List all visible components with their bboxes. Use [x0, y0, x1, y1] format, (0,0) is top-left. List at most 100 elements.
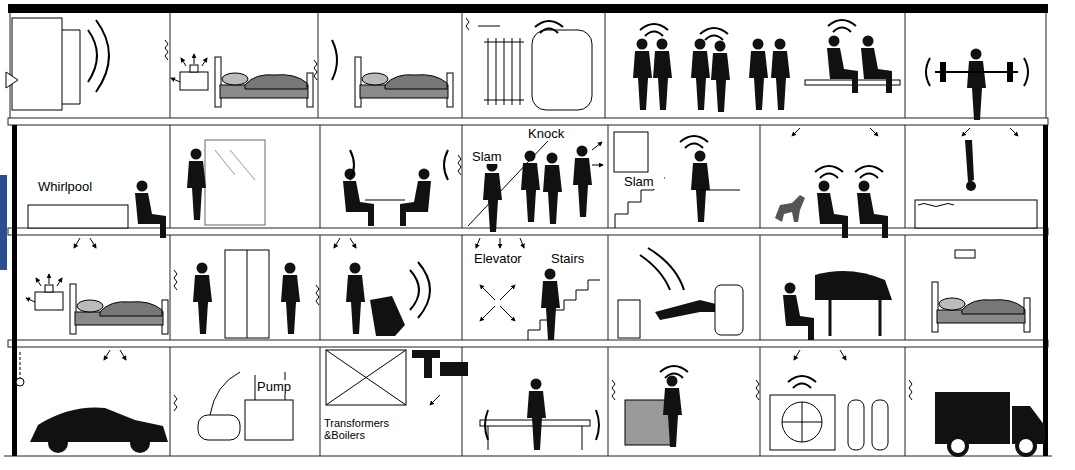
shower	[187, 140, 265, 225]
workshop	[480, 379, 599, 451]
dog	[775, 195, 805, 222]
vibration-squiggle	[165, 40, 168, 60]
piano	[815, 271, 892, 300]
vibration-squiggle	[165, 18, 912, 411]
floor-slab	[8, 118, 1048, 125]
fan	[782, 402, 822, 442]
vibration-squiggle	[612, 380, 615, 400]
bed	[215, 57, 313, 107]
musician	[827, 36, 858, 94]
car	[16, 352, 168, 453]
pianist	[783, 283, 814, 341]
vibration-arrow	[120, 350, 126, 360]
weight-plate	[1007, 62, 1013, 82]
vibration-squiggle	[174, 395, 177, 411]
boiler-room	[478, 21, 592, 110]
person	[543, 153, 562, 225]
transformer	[326, 350, 406, 405]
vibration-arrow	[520, 238, 524, 248]
sound-wave	[640, 24, 668, 36]
page-tab	[0, 175, 7, 270]
truck	[935, 392, 1045, 455]
wheel	[48, 433, 68, 453]
person	[187, 149, 206, 221]
room-label: Elevator	[474, 252, 534, 266]
vibration-arrow	[500, 306, 515, 321]
armchair	[715, 285, 743, 335]
cabinet	[614, 132, 648, 172]
sound-wave	[700, 28, 728, 40]
wall	[170, 13, 905, 118]
person	[281, 263, 300, 335]
vibration-squiggle	[314, 60, 317, 80]
sound-wave	[828, 20, 856, 32]
diver	[965, 140, 974, 182]
fan-unit	[770, 395, 835, 450]
wheel	[1017, 437, 1035, 455]
piano-room	[783, 271, 892, 340]
sound-wave	[350, 150, 448, 180]
double-door	[247, 250, 248, 338]
wall	[1046, 13, 1047, 118]
musician	[861, 36, 892, 94]
hallway	[468, 128, 603, 232]
vibration-squiggle	[756, 380, 759, 400]
dancer	[749, 39, 768, 111]
double-door	[225, 250, 269, 338]
child	[817, 181, 848, 239]
person	[541, 269, 560, 341]
living-room	[618, 248, 743, 338]
person	[483, 161, 502, 233]
dancers	[633, 20, 900, 112]
vibration-arrow	[334, 238, 340, 248]
mechanical-unit	[12, 18, 62, 110]
weight-plate	[940, 62, 946, 82]
bed	[932, 282, 1030, 332]
playroom	[775, 166, 888, 238]
sound-wave	[640, 248, 684, 290]
nightstand	[26, 274, 63, 310]
sound-wave	[680, 136, 708, 148]
wheel	[130, 433, 150, 453]
vibration-arrow	[500, 285, 515, 300]
room-label: Slam	[472, 150, 512, 164]
mechanical-unit	[6, 18, 109, 110]
vibration-arrow	[500, 238, 501, 248]
person	[343, 169, 374, 227]
vacuuming	[346, 262, 430, 336]
water	[918, 204, 954, 207]
sound-wave	[788, 376, 816, 388]
person	[691, 151, 710, 223]
pipe	[478, 26, 500, 27]
bed	[355, 57, 453, 107]
vibration-arrow	[476, 238, 480, 248]
sound-wave	[815, 166, 843, 178]
transformer	[326, 350, 406, 405]
person	[573, 146, 592, 218]
vibration-arrows	[74, 128, 1018, 360]
sound-wave	[535, 21, 563, 33]
wall	[170, 347, 905, 456]
vibration-squiggle	[466, 18, 469, 30]
elevator-stairs	[480, 269, 600, 341]
laundry	[625, 366, 688, 447]
counter	[700, 190, 740, 191]
sound-wave	[485, 410, 599, 440]
room-label: Transformers &Boilers	[324, 418, 398, 441]
tank	[872, 400, 888, 450]
person	[663, 376, 682, 448]
dancer	[691, 39, 710, 111]
sound-wave	[88, 20, 109, 92]
hvac	[770, 376, 888, 450]
reclining-person	[655, 300, 720, 320]
duct	[62, 30, 80, 104]
room-label: Pump	[257, 380, 297, 394]
person	[193, 263, 212, 335]
kitchen	[614, 132, 740, 228]
vacuum	[370, 296, 405, 336]
sound-wave	[926, 58, 1028, 86]
weightlifter	[967, 49, 986, 121]
